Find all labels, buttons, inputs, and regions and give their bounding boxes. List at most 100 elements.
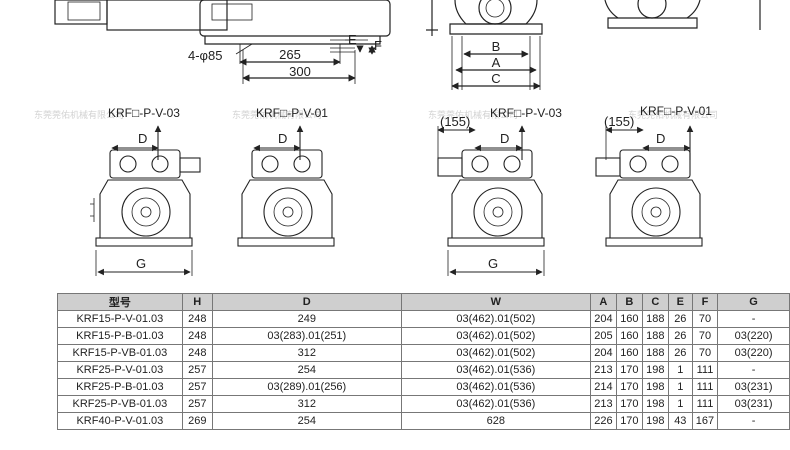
table-cell: 204	[589, 310, 617, 328]
view-3-dim-bottom: G	[488, 256, 498, 271]
table-cell: 170	[615, 361, 643, 379]
holes-label: 4-φ85	[188, 48, 222, 63]
table-cell: 257	[181, 378, 213, 396]
table-cell: 170	[615, 395, 643, 413]
view-2-title: KRF□-P-V-01	[256, 106, 328, 120]
model-cell: KRF15-P-V-01.03	[57, 310, 183, 328]
table-cell: 160	[615, 327, 643, 345]
dim-e-label: E	[348, 32, 357, 47]
table-cell: 204	[589, 344, 617, 362]
table-cell: 03(231)	[717, 395, 790, 413]
dim-a-label: A	[492, 55, 501, 70]
model-cell: KRF25-P-V-01.03	[57, 361, 183, 379]
column-header: H	[181, 293, 213, 311]
table-cell: 312	[211, 344, 402, 362]
dim-265-label: 265	[279, 47, 301, 62]
table-cell: 03(289).01(256)	[211, 378, 402, 396]
pump-view-2	[237, 125, 335, 247]
table-cell: 1	[667, 378, 693, 396]
view-3-dim-top: D	[500, 131, 509, 146]
model-cell: KRF25-P-VB-01.03	[57, 395, 183, 413]
table-cell: 03(231)	[717, 378, 790, 396]
column-header: W	[400, 293, 591, 311]
table-cell: 03(462).01(502)	[400, 327, 591, 345]
table-cell: 254	[211, 412, 402, 430]
table-cell: 160	[615, 310, 643, 328]
watermark-text: 东莞莞佑机械有限公司	[34, 109, 124, 121]
column-header: C	[641, 293, 669, 311]
pump-view-4	[595, 125, 703, 247]
view-1-dim-top: D	[138, 131, 147, 146]
table-cell: -	[717, 412, 790, 430]
front-view-drawing-right	[604, 0, 761, 30]
table-cell: 226	[589, 412, 617, 430]
table-cell: 249	[211, 310, 402, 328]
table-cell: 198	[641, 378, 669, 396]
table-cell: 03(220)	[717, 344, 790, 362]
column-header: E	[667, 293, 693, 311]
table-cell: 70	[691, 310, 719, 328]
column-header: B	[615, 293, 643, 311]
model-cell: KRF25-P-B-01.03	[57, 378, 183, 396]
table-cell: 1	[667, 395, 693, 413]
column-header: A	[589, 293, 617, 311]
table-cell: 167	[691, 412, 719, 430]
column-header: F	[691, 293, 719, 311]
table-cell: 70	[691, 327, 719, 345]
table-cell: 70	[691, 344, 719, 362]
view-3-title: KRF□-P-V-03	[490, 106, 562, 120]
dim-300-label: 300	[289, 64, 311, 79]
table-cell: 213	[589, 395, 617, 413]
table-cell: 03(462).01(502)	[400, 310, 591, 328]
table-cell: 111	[691, 378, 719, 396]
view-4-title: KRF□-P-V-01	[640, 104, 712, 118]
view-2-dim-top: D	[278, 131, 287, 146]
table-cell: 628	[400, 412, 591, 430]
table-cell: 269	[181, 412, 213, 430]
table-cell: 111	[691, 361, 719, 379]
column-header: D	[211, 293, 402, 311]
table-cell: 188	[641, 310, 669, 328]
table-cell: 248	[181, 310, 213, 328]
table-cell: 43	[667, 412, 693, 430]
model-cell: KRF15-P-VB-01.03	[57, 344, 183, 362]
pump-view-3	[437, 125, 545, 276]
side-view-drawing	[54, 0, 391, 84]
table-cell: 248	[181, 327, 213, 345]
table-cell: 254	[211, 361, 402, 379]
table-cell: 188	[641, 327, 669, 345]
view-4-dim-top: D	[656, 131, 665, 146]
table-cell: 03(462).01(536)	[400, 378, 591, 396]
table-cell: 26	[667, 344, 693, 362]
table-cell: 312	[211, 395, 402, 413]
view-4-offset: (155)	[604, 114, 634, 129]
dim-c-label: C	[491, 71, 500, 86]
table-cell: 03(462).01(536)	[400, 361, 591, 379]
table-cell: 160	[615, 344, 643, 362]
table-cell: 205	[589, 327, 617, 345]
table-cell: 26	[667, 310, 693, 328]
watermark-text: 东莞莞佑机械有限公司	[628, 109, 718, 121]
front-view-drawing	[426, 0, 543, 90]
model-cell: KRF40-P-V-01.03	[57, 412, 183, 430]
table-cell: 248	[181, 344, 213, 362]
table-cell: 1	[667, 361, 693, 379]
table-cell: -	[717, 310, 790, 328]
table-cell: 257	[181, 395, 213, 413]
table-cell: 213	[589, 361, 617, 379]
table-cell: 198	[641, 412, 669, 430]
table-cell: 170	[615, 412, 643, 430]
pump-view-1	[90, 125, 201, 276]
table-cell: 170	[615, 378, 643, 396]
table-cell: 03(462).01(502)	[400, 344, 591, 362]
table-cell: 257	[181, 361, 213, 379]
